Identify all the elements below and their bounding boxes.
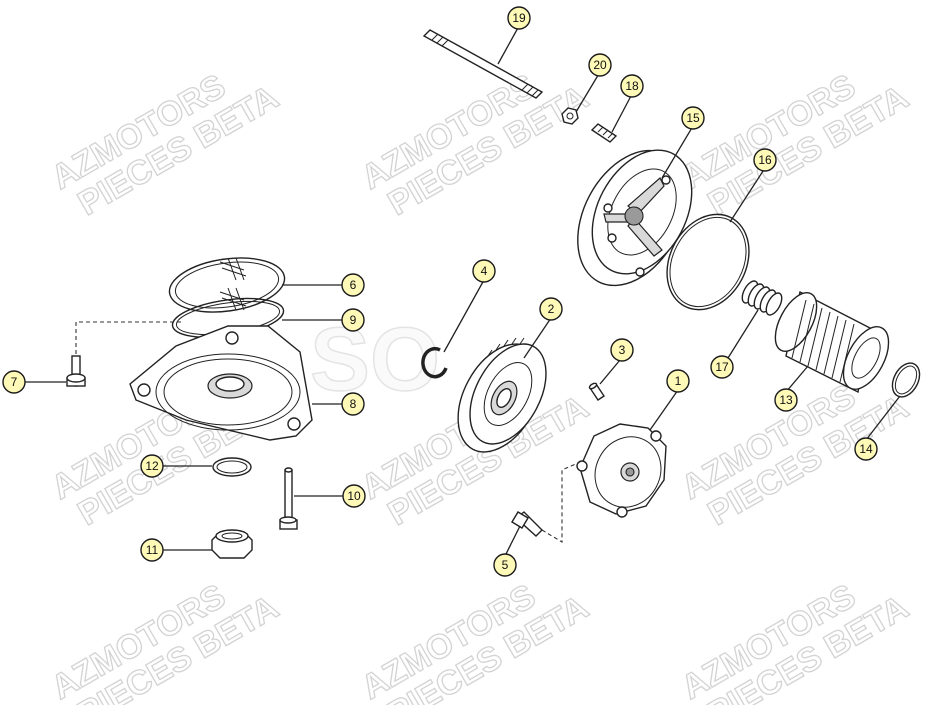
callout-3-circle bbox=[610, 338, 634, 362]
watermark-tile: AZMOTORS PIECES BETA bbox=[674, 576, 915, 705]
callout-12[interactable]: 12 bbox=[140, 454, 164, 478]
callout-9-label: 9 bbox=[350, 313, 357, 327]
callout-18-circle bbox=[620, 74, 644, 98]
callout-15[interactable]: 15 bbox=[681, 106, 705, 130]
callout-5-circle bbox=[493, 553, 517, 577]
callout-6-circle bbox=[341, 273, 365, 297]
callout-16[interactable]: 16 bbox=[753, 148, 777, 172]
callout-3-label: 3 bbox=[619, 343, 626, 357]
callout-13-circle bbox=[774, 388, 798, 412]
callout-2-circle bbox=[539, 297, 563, 321]
callout-8-label: 8 bbox=[350, 397, 357, 411]
callout-4-circle bbox=[472, 259, 496, 283]
callout-5-label: 5 bbox=[502, 558, 509, 572]
part-6-strainer-screen bbox=[168, 257, 286, 313]
part-7-bolt bbox=[66, 355, 86, 387]
callout-20-label: 20 bbox=[593, 58, 607, 72]
callout-1-label: 1 bbox=[675, 374, 682, 388]
callout-12-circle bbox=[140, 454, 164, 478]
callout-14-label: 14 bbox=[859, 442, 873, 456]
callout-18-label: 18 bbox=[625, 79, 639, 93]
callout-7-label: 7 bbox=[11, 375, 18, 389]
part-8-cover-plate bbox=[129, 325, 313, 441]
callout-11-label: 11 bbox=[146, 543, 159, 557]
watermark-tile: AZMOTORS PIECES BETA bbox=[44, 576, 285, 705]
part-18-short-stud bbox=[590, 123, 618, 143]
callout-8[interactable]: 8 bbox=[341, 392, 365, 416]
part-1-pump-cover bbox=[576, 423, 667, 518]
callout-4[interactable]: 4 bbox=[472, 259, 496, 283]
part-11-drain-plug bbox=[211, 529, 253, 559]
part-20-nut bbox=[561, 107, 579, 125]
callout-14-circle bbox=[854, 437, 878, 461]
part-2-pump-gear bbox=[457, 337, 547, 453]
callout-20[interactable]: 20 bbox=[588, 53, 612, 77]
part-4-circlip bbox=[421, 346, 448, 379]
callout-10-label: 10 bbox=[347, 489, 361, 503]
callout-4-label: 4 bbox=[481, 264, 488, 278]
part-10-long-bolt bbox=[279, 467, 298, 530]
callouts: 19 20 18 15 16 4 6 2 bbox=[2, 6, 878, 577]
watermark-tile: AZMOTORS PIECES BETA bbox=[44, 66, 285, 223]
callout-2[interactable]: 2 bbox=[539, 297, 563, 321]
callout-19[interactable]: 19 bbox=[507, 6, 531, 30]
callout-15-circle bbox=[681, 106, 705, 130]
part-3-dowel-pin bbox=[588, 382, 605, 401]
callout-6[interactable]: 6 bbox=[341, 273, 365, 297]
callout-13[interactable]: 13 bbox=[774, 388, 798, 412]
callout-9[interactable]: 9 bbox=[341, 308, 365, 332]
callout-10-circle bbox=[342, 484, 366, 508]
callout-12-label: 12 bbox=[145, 459, 159, 473]
callout-11-circle bbox=[140, 538, 164, 562]
callout-17[interactable]: 17 bbox=[710, 355, 734, 379]
callout-1-circle bbox=[666, 369, 690, 393]
part-19-stud bbox=[422, 29, 544, 99]
part-12-oring bbox=[212, 457, 252, 477]
callout-19-circle bbox=[507, 6, 531, 30]
callout-17-label: 17 bbox=[715, 360, 729, 374]
part-13-oil-filter bbox=[774, 290, 890, 394]
callout-2-label: 2 bbox=[548, 302, 555, 316]
callout-19-label: 19 bbox=[512, 11, 526, 25]
alignment-lines bbox=[75, 321, 581, 543]
part-15-filter-cover bbox=[577, 149, 693, 287]
callout-16-label: 16 bbox=[758, 153, 772, 167]
callout-7[interactable]: 7 bbox=[2, 370, 26, 394]
callout-7-circle bbox=[2, 370, 26, 394]
part-16-oring bbox=[666, 213, 750, 311]
callout-14[interactable]: 14 bbox=[854, 437, 878, 461]
callout-15-label: 15 bbox=[686, 111, 700, 125]
callout-11[interactable]: 11 bbox=[140, 538, 164, 562]
watermark-center-mark: SO bbox=[310, 310, 440, 410]
callout-16-circle bbox=[753, 148, 777, 172]
callout-20-circle bbox=[588, 53, 612, 77]
watermark-tile: AZMOTORS PIECES BETA bbox=[674, 66, 915, 223]
callout-5[interactable]: 5 bbox=[493, 553, 517, 577]
watermark-tile: AZMOTORS PIECES BETA bbox=[354, 576, 595, 705]
part-17-spring bbox=[741, 280, 783, 316]
callout-9-circle bbox=[341, 308, 365, 332]
callout-3[interactable]: 3 bbox=[610, 338, 634, 362]
callout-10[interactable]: 10 bbox=[342, 484, 366, 508]
part-14-oring bbox=[891, 362, 921, 398]
callout-13-label: 13 bbox=[779, 393, 793, 407]
callout-1[interactable]: 1 bbox=[666, 369, 690, 393]
callout-6-label: 6 bbox=[350, 278, 357, 292]
leader-lines bbox=[24, 25, 901, 557]
watermark-tile: AZMOTORS PIECES BETA bbox=[674, 376, 915, 533]
callout-8-circle bbox=[341, 392, 365, 416]
callout-18[interactable]: 18 bbox=[620, 74, 644, 98]
callout-17-circle bbox=[710, 355, 734, 379]
part-5-bolt bbox=[511, 511, 543, 537]
watermark-tile: AZMOTORS PIECES BETA bbox=[354, 66, 595, 223]
